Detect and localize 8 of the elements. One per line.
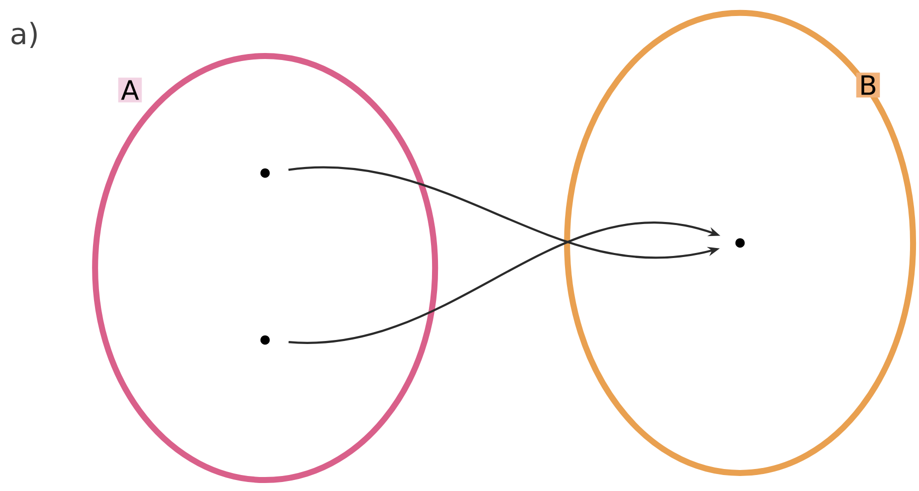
set-label: B <box>856 72 880 98</box>
point-dot <box>735 238 745 248</box>
panel-label: a) <box>12 22 37 48</box>
set-label: A <box>118 78 142 102</box>
set-ellipse <box>564 10 916 476</box>
point-dot <box>260 335 270 345</box>
point-dot <box>260 168 270 178</box>
set-ellipse <box>92 53 438 484</box>
